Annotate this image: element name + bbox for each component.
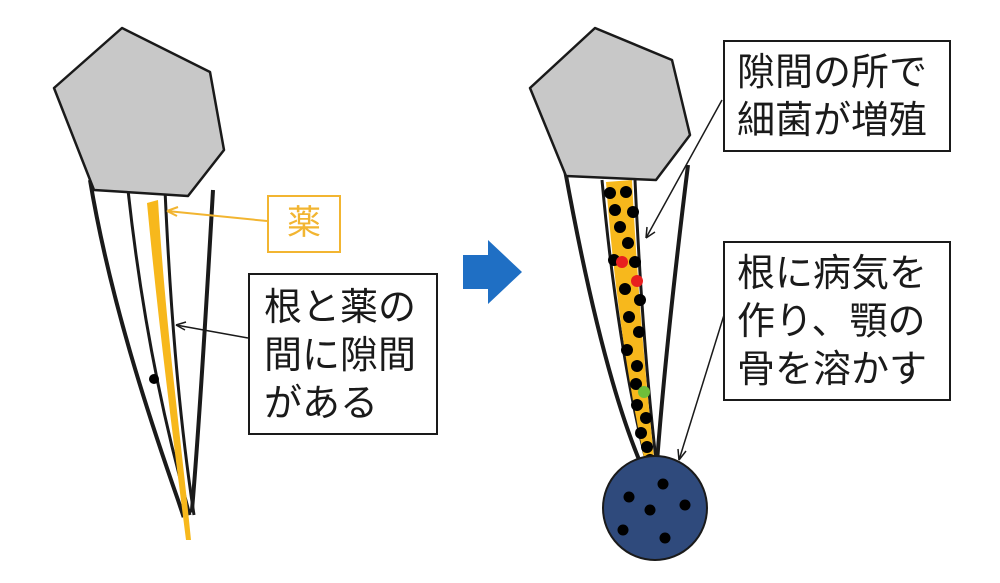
gap-label-box: 根と薬の 間に隙間 がある <box>248 273 438 435</box>
bacteria-label-line-2: 細菌が増殖 <box>737 98 928 142</box>
bacterium <box>630 378 642 390</box>
bacterium <box>629 256 641 268</box>
medicine-pointer-line <box>166 210 268 222</box>
disease-pointer-line <box>678 314 725 461</box>
disease-pointer-head <box>677 448 687 461</box>
left-medicine-fill <box>147 200 191 540</box>
left-root-outline <box>88 179 215 518</box>
disease-label-line-1: 根に病気を <box>737 251 928 295</box>
lesion-bacteria-cluster <box>617 478 691 544</box>
bacterium <box>609 204 621 216</box>
bacterium <box>620 186 632 198</box>
bacteria-pointer-head <box>645 226 656 239</box>
left-bacterium <box>149 374 159 384</box>
bacteria-label-box: 隙間の所で 細菌が増殖 <box>723 40 951 152</box>
lesion-bacterium <box>623 491 635 503</box>
bacterium <box>635 427 647 439</box>
left-tooth <box>52 26 268 540</box>
right-tooth <box>528 26 725 561</box>
bacterium <box>623 311 635 323</box>
bacterium <box>640 412 652 424</box>
left-crown <box>52 26 226 198</box>
bacterium <box>638 386 650 398</box>
bacterium <box>633 326 645 338</box>
medicine-label: 薬 <box>287 203 321 243</box>
disease-label-line-3: 骨を溶かす <box>737 347 928 391</box>
gap-pointer-head <box>175 321 187 331</box>
gap-label-line-3: がある <box>264 381 379 425</box>
lesion-bacterium <box>657 478 669 490</box>
lesion-bacterium <box>617 524 629 536</box>
bacterium <box>616 256 628 268</box>
gap-label-line-1: 根と薬の <box>264 285 417 329</box>
bacterium <box>622 237 634 249</box>
lesion-bacterium <box>659 532 671 544</box>
right-crown <box>528 26 692 182</box>
bacteria-label-line-1: 隙間の所で <box>737 50 928 94</box>
bacteria-pointer-line <box>645 99 723 239</box>
bacterium <box>619 283 631 295</box>
bacterium <box>614 221 626 233</box>
bacterium <box>627 206 639 218</box>
disease-label-box: 根に病気を 作り、顎の 骨を溶かす <box>723 241 951 401</box>
bacterium <box>604 187 616 199</box>
lesion-bacterium <box>644 504 656 516</box>
bacterium <box>631 275 643 287</box>
left-canal-line-inner <box>163 189 196 516</box>
right-canal-line-inner <box>633 179 658 461</box>
medicine-pointer-head <box>166 206 179 217</box>
bacterium <box>641 441 653 453</box>
lesion-bacterium <box>679 499 691 511</box>
right-arrow-icon <box>463 240 522 304</box>
bacteria-cluster <box>604 186 656 466</box>
bacterium <box>634 294 646 306</box>
gap-pointer-line <box>175 324 249 339</box>
gap-label-line-2: 間に隙間 <box>264 333 417 377</box>
disease-label-line-2: 作り、顎の <box>737 299 926 343</box>
bacterium <box>621 344 633 356</box>
bacterium <box>631 360 643 372</box>
bacterium <box>631 399 643 411</box>
medicine-label-box: 薬 <box>267 195 341 253</box>
